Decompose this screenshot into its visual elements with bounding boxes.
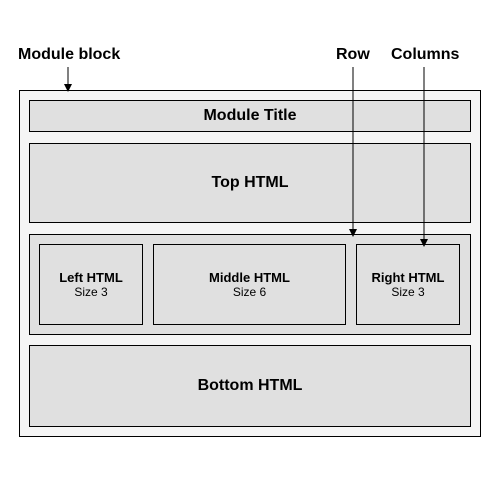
module-title-text: Module Title bbox=[203, 107, 297, 124]
bottom-html-text: Bottom HTML bbox=[197, 377, 303, 394]
right-column: Right HTML Size 3 bbox=[356, 244, 460, 325]
module-title-box: Module Title bbox=[29, 100, 471, 132]
module-block-label: Module block bbox=[18, 46, 121, 63]
columns-label: Columns bbox=[391, 46, 460, 63]
top-html-box: Top HTML bbox=[29, 143, 471, 223]
right-column-size: Size 3 bbox=[391, 285, 425, 299]
left-column: Left HTML Size 3 bbox=[39, 244, 143, 325]
right-column-title: Right HTML bbox=[371, 270, 445, 285]
middle-column-size: Size 6 bbox=[232, 285, 267, 299]
left-column-size: Size 3 bbox=[74, 285, 108, 299]
middle-column-title: Middle HTML bbox=[209, 270, 290, 285]
bottom-html-box: Bottom HTML bbox=[29, 345, 471, 427]
row-label: Row bbox=[336, 46, 370, 63]
top-html-text: Top HTML bbox=[211, 174, 289, 191]
middle-column: Middle HTML Size 6 bbox=[153, 244, 346, 325]
left-column-title: Left HTML bbox=[59, 270, 123, 285]
